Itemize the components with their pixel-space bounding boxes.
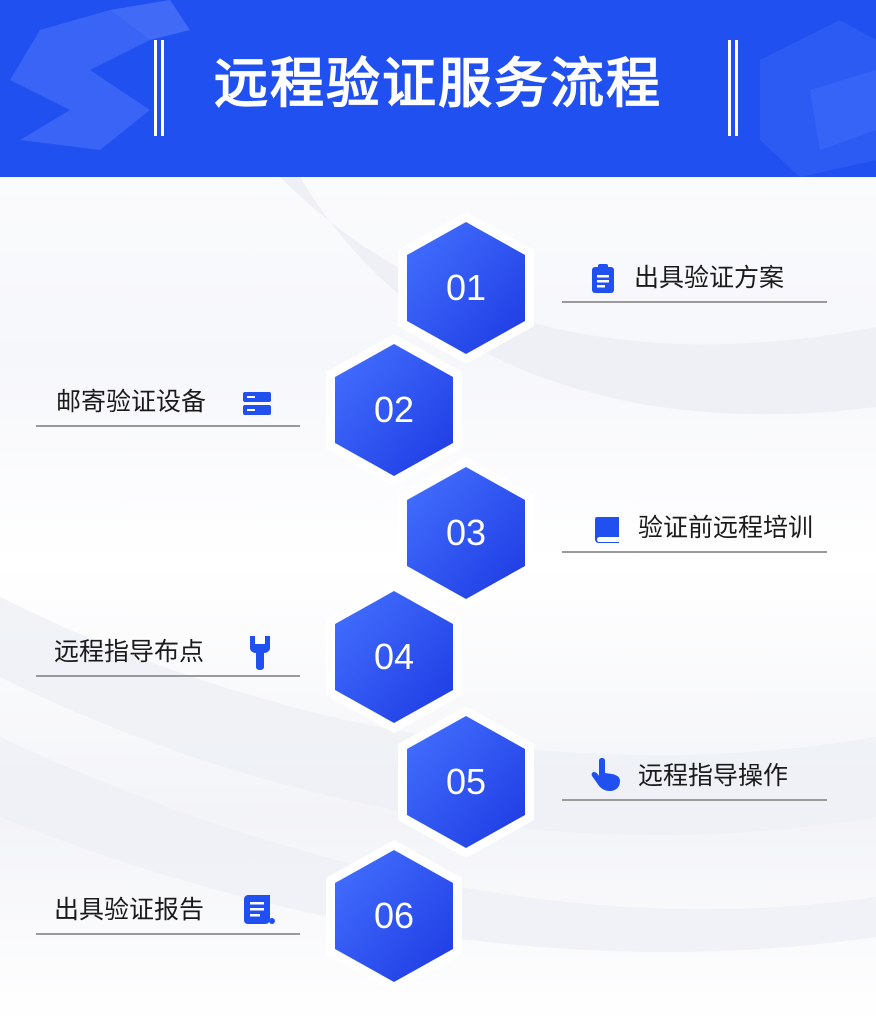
step-underline [562, 551, 827, 553]
step-label-06: 出具验证报告 [36, 888, 300, 935]
step-label-02: 邮寄验证设备 [36, 380, 300, 427]
step-label-04: 远程指导布点 [36, 630, 300, 677]
step-label-text: 远程指导操作 [638, 761, 789, 790]
step-label-text: 出具验证报告 [54, 895, 205, 924]
hexagon-shape [398, 706, 534, 858]
step-label-05: 远程指导操作 [562, 754, 827, 801]
title-bar-right [735, 40, 738, 136]
title-bar-left-inner [161, 40, 164, 136]
step-label-text: 出具验证方案 [634, 263, 785, 292]
book-icon [595, 517, 619, 543]
step-hexagon-04: 04 [326, 581, 462, 733]
hexagon-shape [398, 212, 534, 364]
hexagon-shape [398, 457, 534, 609]
step-number: 06 [373, 895, 415, 936]
step-hexagon-06: 06 [326, 840, 462, 992]
step-hexagon-01: 01 [398, 212, 534, 364]
step-underline [562, 301, 827, 303]
step-number: 05 [445, 761, 487, 802]
server-icon [243, 392, 271, 415]
step-label-03: 验证前远程培训 [562, 506, 827, 553]
step-hexagon-02: 02 [326, 334, 462, 486]
step-number: 01 [445, 267, 487, 308]
step-underline [36, 675, 300, 677]
step-underline [562, 799, 827, 801]
page-title: 远程验证服务流程 [214, 52, 662, 115]
pointer-hand-icon [591, 758, 620, 791]
step-number: 02 [373, 389, 415, 430]
step-label-text: 远程指导布点 [54, 637, 205, 666]
step-label-01: 出具验证方案 [562, 256, 827, 303]
step-label-text: 验证前远程培训 [638, 513, 814, 542]
step-underline [36, 425, 300, 427]
step-number: 03 [445, 512, 487, 553]
header-decoration [10, 0, 876, 177]
hexagon-shape [326, 334, 462, 486]
hexagon-shape [326, 581, 462, 733]
step-underline [36, 933, 300, 935]
step-hexagon-03: 03 [398, 457, 534, 609]
clipboard-icon [592, 264, 614, 293]
step-hexagon-05: 05 [398, 706, 534, 858]
step-label-text: 邮寄验证设备 [56, 387, 207, 416]
scroll-icon [244, 895, 275, 924]
header-banner: 远程验证服务流程 [0, 0, 876, 177]
title-bar-left [154, 40, 157, 136]
title-bar-right-inner [728, 40, 731, 136]
wrench-icon [250, 636, 270, 670]
step-number: 04 [373, 636, 415, 677]
hexagon-shape [326, 840, 462, 992]
